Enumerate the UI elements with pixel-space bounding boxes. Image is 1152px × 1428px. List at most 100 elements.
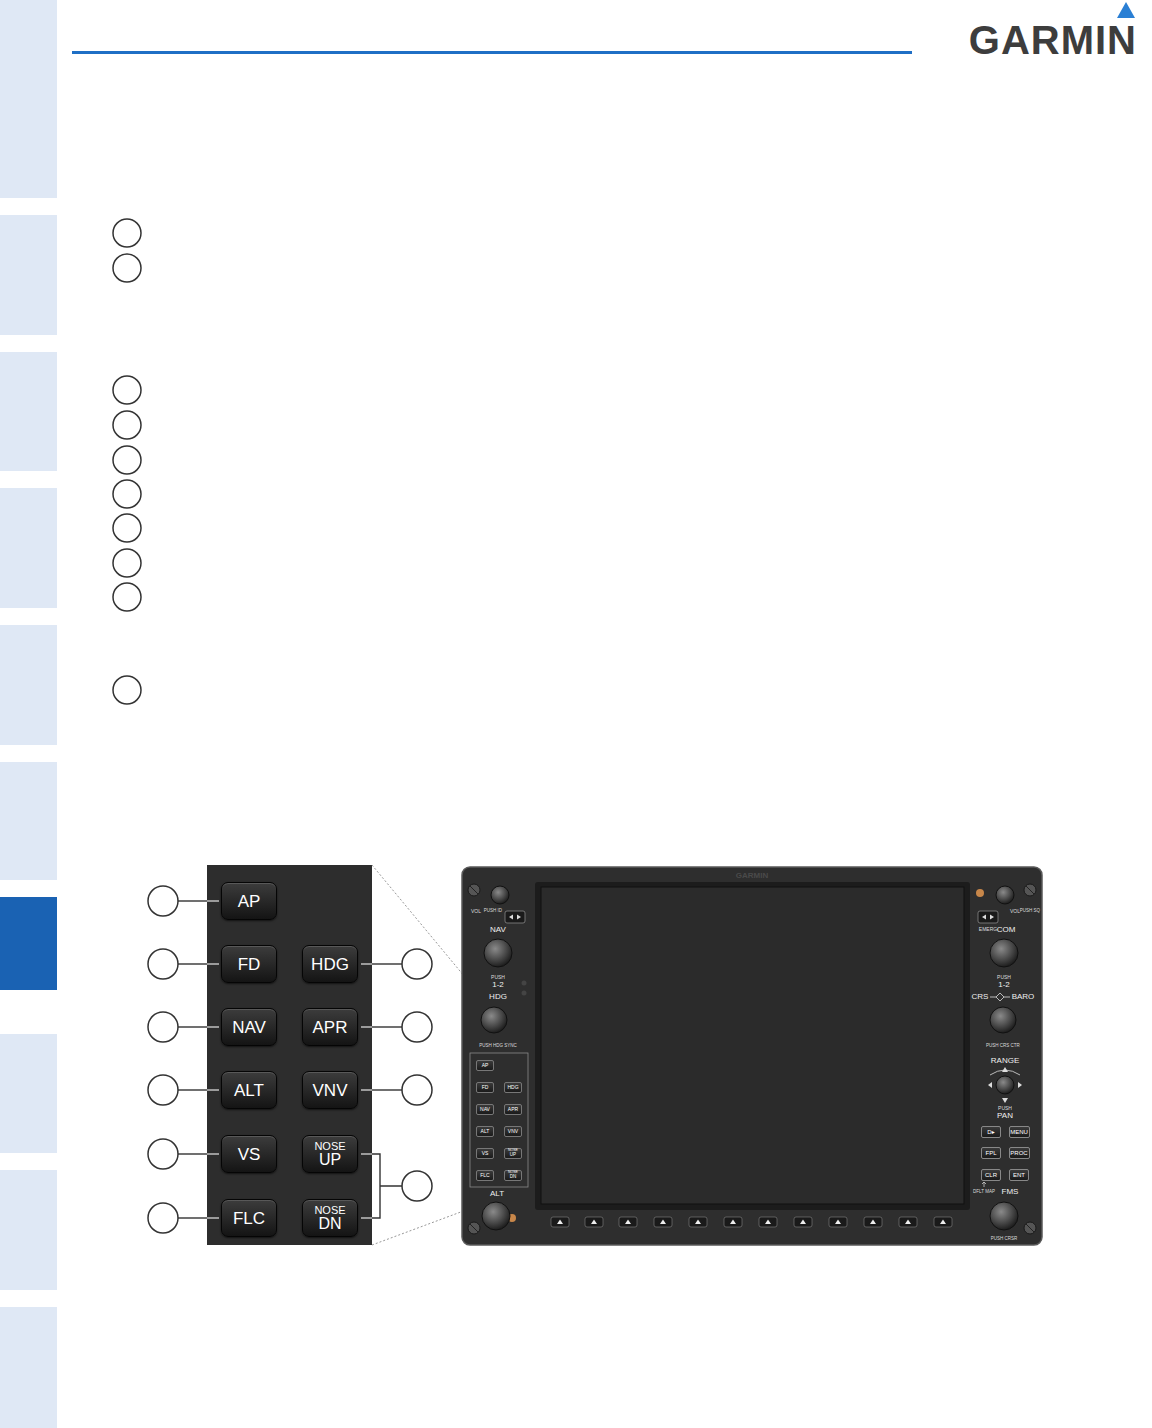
key-label: DN	[318, 1216, 341, 1232]
control-label: PUSH SQ	[1020, 909, 1040, 914]
section-tab	[0, 215, 57, 335]
softkey	[585, 1217, 603, 1227]
control-label: CRS	[972, 993, 989, 1001]
key-label: CLR	[985, 1172, 997, 1178]
autopilot-key: AP	[476, 1060, 494, 1071]
key-label: UP	[319, 1152, 341, 1168]
callout-circle	[402, 1171, 432, 1201]
swap-button	[505, 911, 525, 923]
autopilot-key: VNV	[302, 1071, 358, 1109]
control-label: DFLT MAP	[973, 1190, 995, 1195]
key-label: APR	[508, 1107, 518, 1112]
pan-arrow	[988, 1082, 992, 1088]
autopilot-key: FLC	[221, 1199, 277, 1237]
keypad-frame	[470, 1053, 528, 1187]
leader-line	[361, 963, 372, 964]
autopilot-key: FD	[221, 945, 277, 983]
bracket	[361, 1153, 372, 1154]
control-label: 1-2	[998, 981, 1010, 989]
callout-circle	[148, 886, 178, 916]
key-label: HDG	[507, 1085, 518, 1090]
autopilot-key: APR	[302, 1008, 358, 1046]
control-label: NAV	[490, 926, 506, 934]
section-tab	[0, 1034, 57, 1153]
callout-circle	[113, 411, 141, 439]
com-knob	[990, 939, 1018, 967]
key-label: FLC	[480, 1173, 489, 1178]
key-label: ALT	[234, 1082, 264, 1099]
bracket	[361, 1217, 372, 1218]
volume-knob	[996, 886, 1014, 904]
control-label: PUSH CRS CTR	[986, 1044, 1020, 1049]
autopilot-key: VS	[221, 1135, 277, 1173]
fms-knob	[990, 1202, 1018, 1230]
softkey	[899, 1217, 917, 1227]
screw	[1024, 884, 1036, 896]
callout-circle	[148, 1139, 178, 1169]
leader-line	[207, 900, 219, 901]
callout-circle	[402, 1075, 432, 1105]
key-label: FD	[482, 1085, 489, 1090]
leader-line	[178, 1153, 207, 1154]
control-label: ALT	[490, 1190, 504, 1198]
pan-arrow	[1002, 1098, 1008, 1103]
control-label: RANGE	[991, 1057, 1019, 1065]
function-key: PROC	[1009, 1147, 1030, 1159]
leader-line	[361, 1089, 372, 1090]
function-key: MENU	[1009, 1126, 1030, 1138]
key-label: MENU	[1010, 1129, 1028, 1135]
leader-line	[178, 1089, 207, 1090]
leader-line	[207, 1026, 219, 1027]
swap-arrows	[509, 915, 521, 920]
autopilot-key: ALT	[221, 1071, 277, 1109]
pan-arrow	[1002, 1067, 1008, 1072]
screw	[468, 884, 480, 896]
section-tab	[0, 352, 57, 471]
control-label: PUSH ID	[484, 909, 502, 914]
key-label: D▸	[987, 1129, 994, 1135]
softkey-arrow	[905, 1220, 911, 1225]
key-label: AP	[482, 1063, 489, 1068]
hold-arrow	[982, 1182, 986, 1187]
autopilot-key: VNV	[504, 1126, 522, 1137]
softkey-arrow	[557, 1220, 563, 1225]
leader-line	[178, 1026, 207, 1027]
callout-circle	[113, 254, 141, 282]
callout-circle	[113, 549, 141, 577]
key-label: NAV	[480, 1107, 490, 1112]
control-label: GARMIN	[736, 872, 768, 880]
autopilot-key: HDG	[302, 945, 358, 983]
key-label: DN	[510, 1175, 517, 1180]
key-label: VNV	[313, 1082, 348, 1099]
key-label: HDG	[311, 956, 349, 973]
key-label: VS	[482, 1151, 489, 1156]
softkey-arrow	[695, 1220, 701, 1225]
softkey	[759, 1217, 777, 1227]
screw	[1024, 1222, 1036, 1234]
control-label: BARO	[1012, 993, 1035, 1001]
callout-circle	[113, 583, 141, 611]
softkey	[654, 1217, 672, 1227]
key-label: ENT	[1013, 1172, 1025, 1178]
alt-knob	[482, 1202, 510, 1230]
control-label: PUSH	[997, 975, 1011, 980]
autopilot-key: NAV	[476, 1104, 494, 1115]
softkey	[724, 1217, 742, 1227]
control-label: VOL	[1010, 909, 1020, 914]
leader-line	[372, 1026, 402, 1027]
callout-circle	[113, 376, 141, 404]
screw-slot	[1026, 886, 1034, 894]
leader-line	[372, 1089, 402, 1090]
volume-knob	[491, 886, 509, 904]
keypad-inset-panel	[207, 865, 372, 1245]
zoom-line	[372, 865, 528, 1053]
callout-circle	[148, 1203, 178, 1233]
hdg-knob	[481, 1007, 507, 1033]
softkey-arrow	[625, 1220, 631, 1225]
control-label: FMS	[1002, 1188, 1019, 1196]
key-label: VNV	[508, 1129, 518, 1134]
header-rule	[72, 51, 912, 54]
function-key: FPL	[981, 1147, 1001, 1159]
softkey	[619, 1217, 637, 1227]
